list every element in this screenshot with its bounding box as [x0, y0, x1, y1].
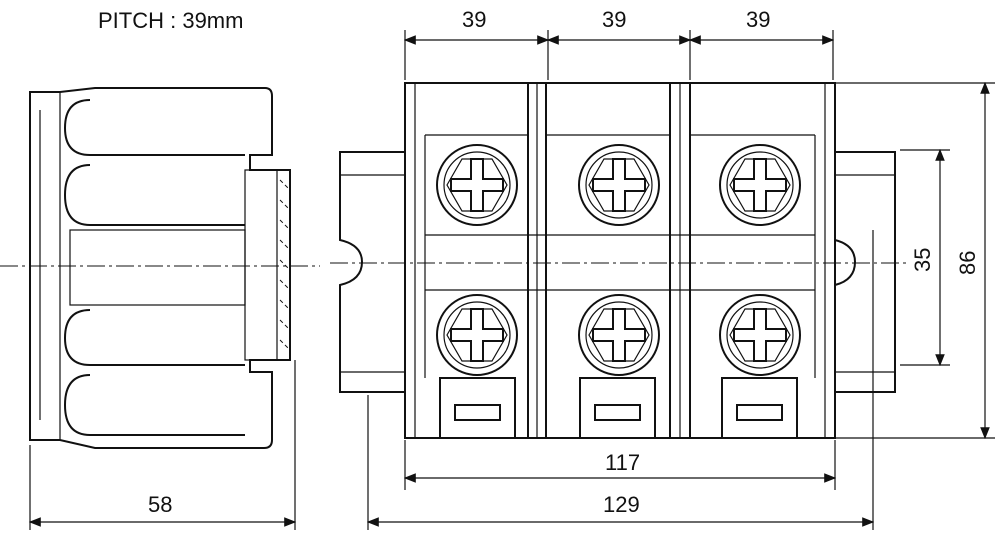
dim-pitch-1: 39: [462, 7, 486, 32]
dim-rail-height: 35: [910, 248, 935, 272]
side-view: [0, 87, 320, 449]
screw-icon: [578, 294, 660, 376]
dim-body-width: 117: [605, 450, 640, 475]
pitch-label: PITCH : 39mm: [98, 8, 243, 33]
dim-body-height: 86: [955, 251, 980, 275]
screw-icon: [719, 144, 801, 226]
front-view: [330, 82, 910, 439]
screw-icon: [719, 294, 801, 376]
screw-icon: [578, 144, 660, 226]
dim-pitch-2: 39: [602, 7, 626, 32]
dim-side-depth: 58: [148, 492, 172, 517]
screw-icon: [436, 294, 518, 376]
dim-overall-width: 129: [603, 492, 640, 517]
screw-icon: [436, 144, 518, 226]
dim-pitch-3: 39: [746, 7, 770, 32]
dimensions: [28, 30, 995, 530]
